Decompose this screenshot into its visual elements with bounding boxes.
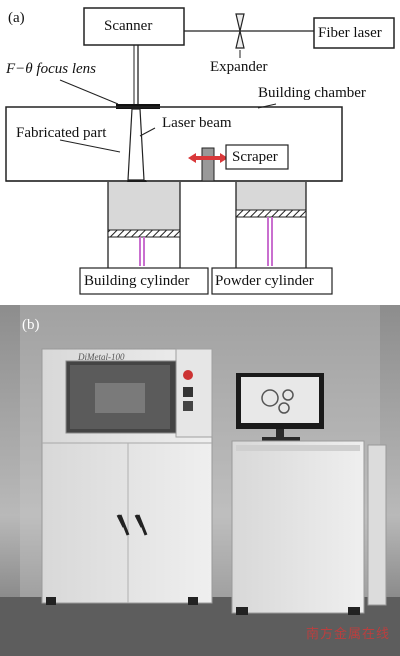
powder-piston bbox=[235, 209, 307, 218]
expander-lens bbox=[235, 13, 245, 49]
fiber-laser-label: Fiber laser bbox=[318, 25, 382, 41]
powder-cylinder-body bbox=[236, 182, 306, 210]
machine-photo bbox=[0, 305, 400, 656]
emergency-stop-button bbox=[183, 370, 193, 380]
scraper-label: Scraper bbox=[232, 149, 278, 165]
f-theta-leader bbox=[59, 79, 119, 105]
scraper-shape bbox=[201, 147, 215, 182]
building-chamber-label: Building chamber bbox=[258, 85, 366, 101]
building-piston bbox=[107, 229, 181, 238]
control-panel bbox=[175, 348, 213, 438]
powder-cylinder-label-box bbox=[211, 267, 333, 295]
chamber-leader bbox=[257, 103, 277, 109]
panel-a-schematic: (a) bbox=[0, 0, 400, 300]
scraper-arrow bbox=[188, 153, 228, 163]
powder-cylinder-label: Powder cylinder bbox=[215, 273, 314, 289]
machine-badge: DiMetal-100 bbox=[78, 352, 125, 362]
watermark: 南方金属在线 bbox=[305, 627, 390, 642]
panel-b-letter: (b) bbox=[22, 317, 40, 333]
scraper-label-box bbox=[225, 144, 289, 170]
f-theta-lens-label: F−θ focus lens bbox=[6, 61, 96, 77]
door-handle-left bbox=[116, 514, 130, 536]
control-cabinet bbox=[231, 440, 365, 614]
scanner-box bbox=[83, 7, 185, 46]
expander-label: Expander bbox=[210, 59, 268, 75]
door-handle-right bbox=[134, 514, 148, 536]
fabricated-part-label: Fabricated part bbox=[16, 125, 107, 141]
panel-a-letter: (a) bbox=[8, 10, 25, 26]
building-cylinder-label-box bbox=[79, 267, 209, 295]
fabricated-part-leader bbox=[59, 139, 121, 153]
laser-beam-label: Laser beam bbox=[162, 115, 232, 131]
monitor-screen bbox=[241, 377, 319, 423]
fiber-laser-box bbox=[313, 17, 395, 49]
scanner-label: Scanner bbox=[104, 18, 153, 34]
schematic-drawing bbox=[5, 7, 395, 295]
building-cylinder-body bbox=[108, 182, 180, 230]
laser-beam-cone bbox=[127, 108, 145, 181]
panel-b-photo: (b) DiMetal-100 南方金属在线 bbox=[0, 305, 400, 656]
laser-beam-leader bbox=[139, 127, 156, 137]
building-cylinder-label: Building cylinder bbox=[84, 273, 190, 289]
